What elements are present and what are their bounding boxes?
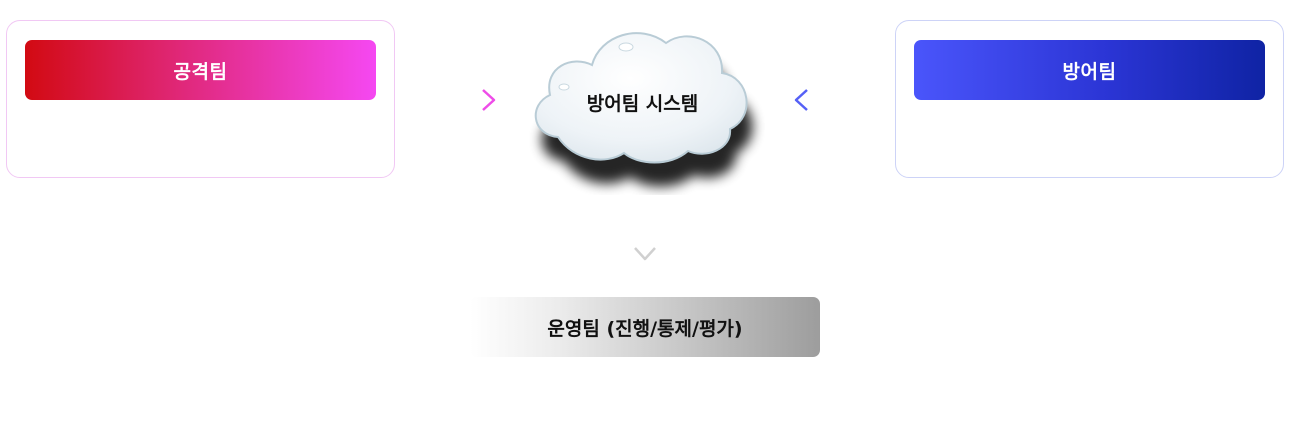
attack-team-panel: 공격팀: [6, 20, 395, 178]
attack-to-system-arrow: [396, 89, 496, 111]
defense-system-cloud: 방어팀 시스템: [520, 25, 765, 195]
cloud-icon: [534, 32, 753, 187]
attack-team-label: 공격팀: [173, 60, 228, 83]
defense-system-label: 방어팀 시스템: [586, 93, 699, 115]
defense-team-label: 방어팀: [1062, 60, 1117, 83]
operations-team-label: 운영팀 (진행/통제/평가): [547, 317, 743, 340]
attack-team-header: 공격팀: [25, 40, 376, 100]
defense-team-header: 방어팀: [914, 40, 1265, 100]
defense-to-system-arrow: [794, 89, 894, 111]
defense-team-panel: 방어팀: [895, 20, 1284, 178]
operations-team-box: 운영팀 (진행/통제/평가): [470, 297, 820, 357]
